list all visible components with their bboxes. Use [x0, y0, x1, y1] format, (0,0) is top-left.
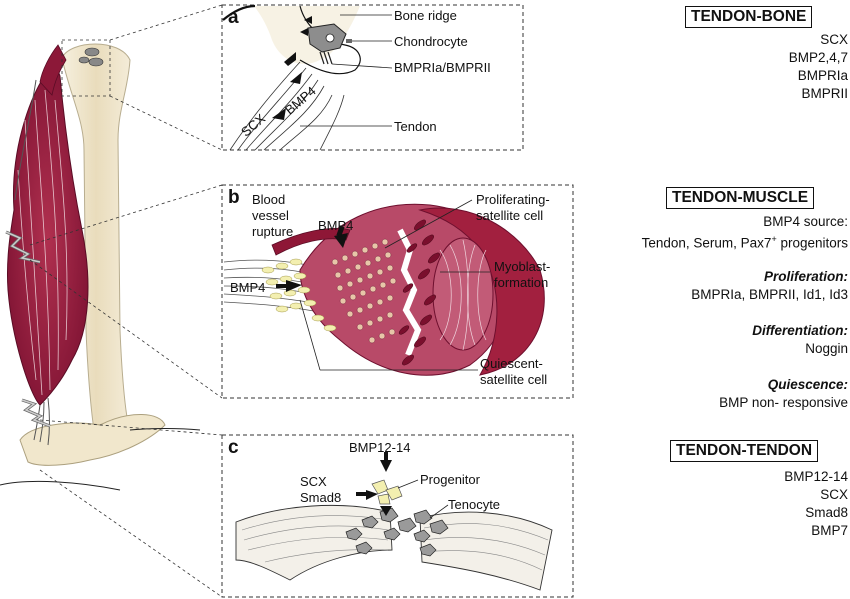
label-bmp4-b-top: BMP4: [318, 218, 354, 233]
label-progenitor: Progenitor: [420, 472, 480, 487]
panel-c-frame: [221, 434, 574, 598]
tendon-tendon-item-2: SCX: [820, 487, 848, 502]
bone-top-cells: [78, 47, 104, 67]
tendon-bone-item-4: BMPRII: [801, 86, 848, 101]
tendon-tendon-item-4: BMP7: [811, 523, 848, 538]
label-bmp12-14: BMP12-14: [349, 440, 411, 455]
quiescent-cells: [261, 258, 337, 332]
bmp4-source-title: BMP4 source:: [763, 214, 848, 229]
label-smad8-c: Smad8: [300, 490, 342, 505]
panel-c-letter: c: [228, 437, 239, 458]
label-chondrocyte: Chondrocyte: [394, 34, 468, 49]
label-blood-1: Blood: [252, 192, 286, 207]
quiescence-text: BMP non- responsive: [719, 395, 848, 410]
heading-tendon-muscle: TENDON-MUSCLE: [666, 187, 815, 209]
leg-anatomy: [0, 43, 201, 491]
proliferation-text: BMPRIa, BMPRII, Id1, Id3: [691, 287, 848, 302]
heading-tendon-tendon: TENDON-TENDON: [670, 440, 819, 462]
panel-b-frame: [221, 184, 574, 399]
panel-a-drawing: [222, 4, 393, 151]
tendon-tendon-item-3: Smad8: [805, 505, 848, 520]
panel-b-letter: b: [228, 187, 240, 208]
muscle-cells: [331, 238, 397, 344]
label-quiescent-2: satellite cell: [480, 372, 548, 387]
blood-vessel: [271, 227, 351, 256]
label-scx-c: SCX: [300, 474, 327, 489]
tendon-tendon-item-1: BMP12-14: [784, 469, 848, 484]
label-bmp4-b-left: BMP4: [230, 280, 266, 295]
panel-a-frame: [221, 4, 524, 151]
differentiation-text: Noggin: [805, 341, 848, 356]
tendon-bone-item-3: BMPRIa: [797, 68, 848, 83]
tendon-right: [419, 511, 553, 591]
injury-mark-lower: [21, 398, 51, 428]
tendon-bone-item-2: BMP2,4,7: [788, 50, 848, 65]
tendon-bone-item-1: SCX: [820, 32, 848, 47]
progenitor-cells: [371, 479, 403, 505]
quiescence-title: Quiescence:: [767, 377, 848, 392]
label-myoblast-2: formation: [494, 275, 549, 290]
label-quiescent-1: Quiescent-: [480, 356, 543, 371]
differentiation-title: Differentiation:: [752, 323, 848, 338]
foot-bones: [19, 414, 166, 466]
label-bone-ridge: Bone ridge: [394, 8, 457, 23]
label-proliferating-1: Proliferating-: [476, 192, 550, 207]
bmp4-source-text: Tendon, Serum, Pax7+ progenitors: [641, 234, 848, 251]
label-blood-3: rupture: [252, 224, 294, 239]
myoblasts: [398, 219, 440, 366]
heading-tendon-bone: TENDON-BONE: [685, 6, 813, 28]
panel-b-drawing: [223, 199, 545, 376]
panel-a-letter: a: [228, 7, 239, 28]
zoom-box-a-source: [61, 39, 111, 97]
label-tendon: Tendon: [394, 119, 437, 134]
bone-shaft: [61, 43, 131, 437]
label-myoblast-1: Myoblast-: [494, 259, 551, 274]
label-proliferating-2: satellite cell: [476, 208, 544, 223]
proliferation-title: Proliferation:: [763, 269, 848, 284]
label-blood-2: vessel: [252, 208, 289, 223]
label-tenocyte: Tenocyte: [448, 497, 501, 512]
zoom-connectors: [29, 4, 223, 598]
label-receptors: BMPRIa/BMPRII: [394, 60, 491, 75]
panel-c-drawing: [235, 452, 553, 591]
